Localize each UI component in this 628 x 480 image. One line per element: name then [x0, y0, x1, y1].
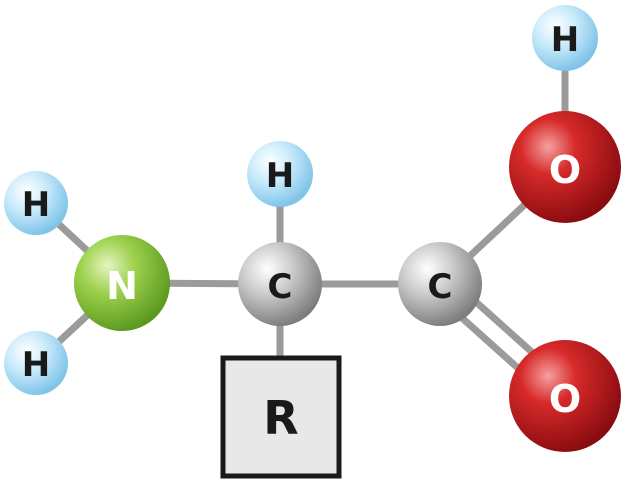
atom-label: C — [268, 267, 293, 307]
hydrogen-sphere — [4, 331, 68, 395]
atom-label: H — [22, 345, 50, 385]
atom-carbon-carboxyl: C — [398, 242, 482, 326]
atom-h-hydroxyl: H — [532, 5, 598, 71]
bonds — [32, 34, 576, 408]
atom-label: H — [551, 20, 579, 60]
atom-label: C — [428, 267, 453, 307]
atom-label: O — [549, 148, 581, 192]
atom-oxygen-hydroxyl: O — [509, 111, 621, 223]
side-chain-label: R — [263, 391, 298, 445]
atom-h-alpha: H — [247, 141, 313, 207]
nitrogen-sphere — [74, 235, 170, 331]
hydrogen-sphere — [532, 5, 598, 71]
atom-label: N — [106, 264, 138, 308]
side-chain-box — [220, 355, 342, 479]
atom-nitrogen: N — [74, 235, 170, 331]
oxygen-sphere — [509, 340, 621, 452]
atom-label: H — [22, 185, 50, 225]
carbon-sphere — [238, 242, 322, 326]
atom-carbon-alpha: C — [238, 242, 322, 326]
atom-oxygen-carbonyl: O — [509, 340, 621, 452]
oxygen-sphere — [509, 111, 621, 223]
atom-h-amino-top: H — [4, 171, 68, 235]
side-chain-r-group: R — [220, 355, 342, 479]
atom-label: O — [549, 377, 581, 421]
hydrogen-sphere — [247, 141, 313, 207]
atom-label: H — [266, 156, 294, 196]
atom-h-amino-bottom: H — [4, 331, 68, 395]
hydrogen-sphere — [4, 171, 68, 235]
carbon-sphere — [398, 242, 482, 326]
